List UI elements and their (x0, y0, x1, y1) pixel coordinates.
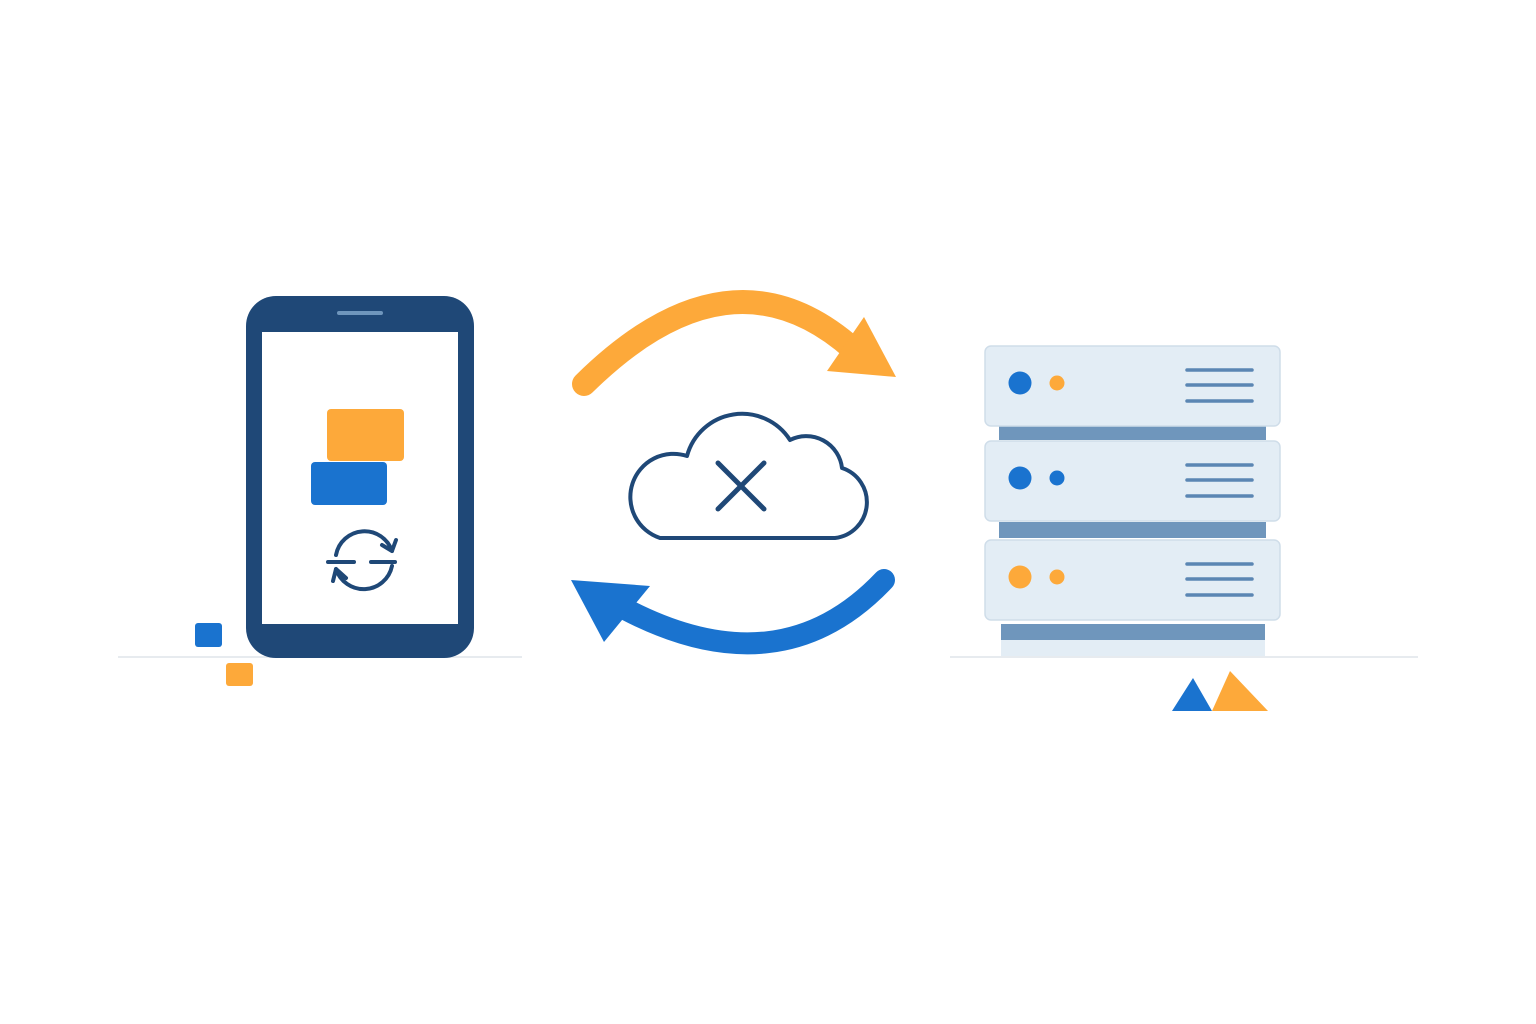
orange-arrow-head (827, 317, 896, 377)
phone-speaker (337, 311, 383, 315)
activity-led (1049, 470, 1065, 486)
server-unit-panel (984, 345, 1281, 427)
blue-square (195, 623, 222, 647)
sync-icon (326, 529, 398, 592)
decorative-triangles (1172, 671, 1268, 711)
server-band (1001, 624, 1265, 640)
cloud-off-icon (628, 411, 869, 540)
server-unit (984, 539, 1281, 621)
decorative-squares (195, 623, 253, 686)
server-unit (984, 345, 1281, 427)
orange-card (327, 409, 404, 461)
status-led (1008, 371, 1032, 395)
blue-card (311, 462, 387, 505)
close-icon (715, 460, 767, 512)
server-units (984, 345, 1281, 621)
blue-arrow-head (571, 580, 650, 642)
server-unit-panel (984, 539, 1281, 621)
orange-arrow-shaft (572, 290, 865, 396)
orange-square (226, 663, 253, 686)
arrow-right-curved-icon (572, 290, 896, 396)
blue-arrow-shaft (614, 569, 895, 655)
status-led (1008, 565, 1032, 589)
server-rack-icon (984, 345, 1281, 656)
server-unit (984, 440, 1281, 522)
orange-triangle (1212, 671, 1268, 711)
smartphone-icon (246, 296, 474, 658)
server-band (999, 522, 1266, 538)
status-led (1008, 466, 1032, 490)
arrow-left-curved-icon (571, 569, 895, 655)
server-base (1001, 640, 1265, 656)
server-band (999, 424, 1266, 440)
server-unit-panel (984, 440, 1281, 522)
blue-triangle (1172, 678, 1212, 711)
activity-led (1049, 375, 1065, 391)
activity-led (1049, 569, 1065, 585)
